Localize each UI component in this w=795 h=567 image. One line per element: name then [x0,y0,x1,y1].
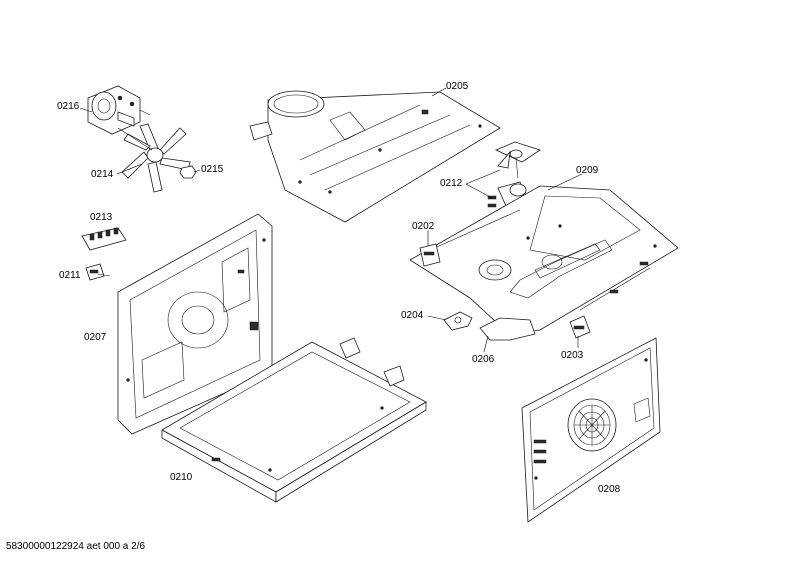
connector-part [85,263,105,281]
bottom-tray-part [161,337,427,503]
document-id: 58300000122924 aet 000 a 2/6 [6,541,146,552]
label-0202: 0202 [412,221,435,232]
label-0214: 0214 [91,169,114,180]
label-0216: 0216 [57,101,80,112]
convection-fan-part [487,141,541,208]
label-0207: 0207 [84,332,107,343]
terminal-block-part [81,227,127,251]
label-0206: 0206 [472,354,495,365]
label-0210: 0210 [170,472,193,483]
bracket-part [443,311,473,331]
fan-impeller-part [117,123,191,193]
air-duct-part [249,90,501,223]
rear-cover-part [521,337,661,523]
label-0203: 0203 [561,350,584,361]
label-0215: 0215 [201,164,224,175]
thermostat-left-part [419,243,441,267]
thermostat-right-part [569,315,591,339]
nut-part [179,165,197,179]
label-0209: 0209 [576,165,599,176]
label-0211: 0211 [59,270,81,281]
label-0212: 0212 [440,178,463,189]
label-0205: 0205 [446,81,469,92]
label-0204: 0204 [401,310,424,321]
label-0213: 0213 [90,212,113,223]
leader-lines [79,87,583,353]
label-0208: 0208 [598,484,621,495]
top-panel-part [409,185,679,341]
fan-motor-part [87,85,151,135]
